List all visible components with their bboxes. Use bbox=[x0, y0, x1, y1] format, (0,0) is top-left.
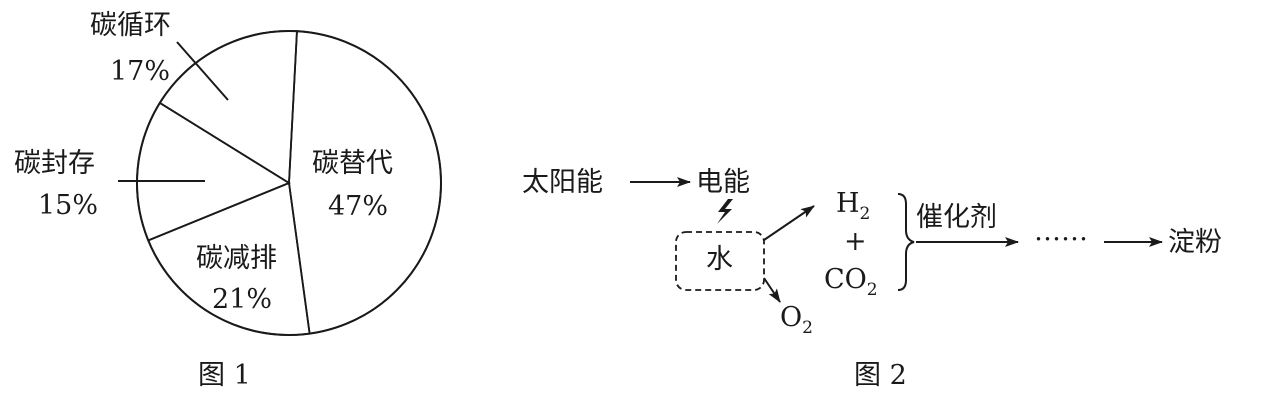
pie-chart bbox=[136, 30, 442, 336]
figure2-caption: 图 2 bbox=[854, 360, 907, 391]
pie-slice-4 bbox=[158, 30, 298, 185]
plus-sign: + bbox=[844, 226, 867, 257]
figure1-caption: 图 1 bbox=[198, 360, 251, 391]
pie-value-carbon-reduction: 21% bbox=[212, 284, 272, 315]
water-to-o2-arrow bbox=[763, 277, 781, 303]
pie-value-carbon-substitution: 47% bbox=[328, 191, 388, 222]
starch-label: 淀粉 bbox=[1168, 227, 1222, 258]
pie-label-carbon-substitution: 碳替代 bbox=[312, 148, 393, 179]
h2-label: H2 bbox=[836, 188, 870, 224]
pie-label-carbon-reduction: 碳减排 bbox=[196, 243, 277, 274]
water-to-h2-arrow bbox=[763, 205, 815, 241]
pie-label-carbon-cycle: 碳循环 bbox=[90, 10, 171, 41]
pie-label-carbon-storage: 碳封存 bbox=[14, 148, 95, 179]
co2-label: CO2 bbox=[824, 264, 878, 300]
pie-slice-1 bbox=[288, 30, 442, 335]
solar-energy-label: 太阳能 bbox=[522, 167, 603, 198]
pie-value-carbon-cycle: 17% bbox=[110, 56, 170, 87]
o2-label: O2 bbox=[780, 302, 813, 338]
water-label: 水 bbox=[706, 244, 733, 275]
pie-slice-2 bbox=[147, 181, 311, 336]
ellipsis: …… bbox=[1034, 216, 1088, 247]
leader-line-carbon-cycle bbox=[176, 41, 229, 101]
curly-brace bbox=[897, 193, 915, 291]
electric-energy-label: 电能 bbox=[696, 167, 750, 198]
pie-slice-3 bbox=[136, 101, 291, 242]
catalyst-label: 催化剂 bbox=[916, 202, 997, 233]
lightning-bolt-icon bbox=[717, 199, 733, 224]
pie-value-carbon-storage: 15% bbox=[38, 190, 98, 221]
water-box bbox=[675, 231, 765, 291]
